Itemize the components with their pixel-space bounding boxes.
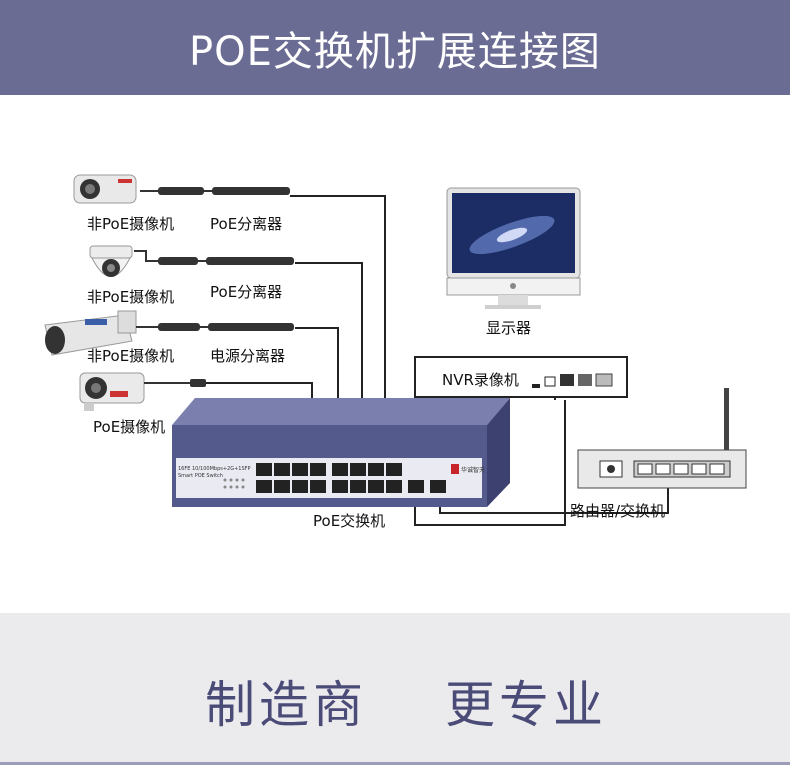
slogan-right: 更专业 — [445, 676, 607, 734]
footer-divider — [0, 762, 790, 765]
dome-camera-icon — [89, 245, 133, 277]
page-title: POE交换机扩展连接图 — [189, 28, 601, 75]
poe-switch-icon — [172, 398, 510, 507]
switch-model-text: Smart POE Switch — [178, 473, 223, 479]
poe-splitter-icon — [134, 250, 294, 265]
footer-banner: 制造商 更专业 — [0, 613, 790, 765]
label-splitter1: PoE分离器 — [210, 215, 283, 233]
monitor-icon — [446, 187, 581, 309]
header-banner: POE交换机扩展连接图 — [0, 0, 790, 95]
connection-diagram — [44, 174, 747, 526]
label-router: 路由器/交换机 — [570, 502, 666, 520]
long-bullet-camera-icon — [44, 310, 137, 356]
label-splitter3: 电源分离器 — [210, 347, 286, 365]
nvr-icon — [414, 356, 628, 398]
label-cam1: 非PoE摄像机 — [87, 215, 175, 233]
label-cam3: 非PoE摄像机 — [87, 347, 175, 365]
label-splitter2: PoE分离器 — [210, 283, 283, 301]
switch-brand-text: 华诚智天 — [461, 467, 486, 474]
label-cam2: 非PoE摄像机 — [87, 288, 175, 306]
label-monitor: 显示器 — [486, 319, 532, 337]
power-splitter-icon — [136, 323, 294, 331]
poe-splitter-icon — [140, 187, 290, 195]
router-icon — [577, 388, 747, 489]
bullet-camera-icon — [73, 174, 137, 204]
slogan-left: 制造商 — [205, 676, 367, 734]
label-cam4: PoE摄像机 — [93, 418, 166, 436]
diagram-area: 16FE 10/100Mbps+2G+1SFP Smart POE Switch… — [0, 95, 790, 613]
cable-splitter3 — [295, 327, 339, 400]
cable-splitter2 — [295, 262, 363, 400]
label-switch: PoE交换机 — [313, 512, 386, 530]
poe-camera-icon — [79, 372, 206, 411]
switch-spec-text: 16FE 10/100Mbps+2G+1SFP — [178, 466, 251, 472]
cable-poe-cam — [205, 382, 313, 400]
label-nvr: NVR录像机 — [442, 371, 519, 389]
cable-splitter1 — [290, 195, 386, 400]
cable-switch-nvr — [414, 400, 566, 526]
